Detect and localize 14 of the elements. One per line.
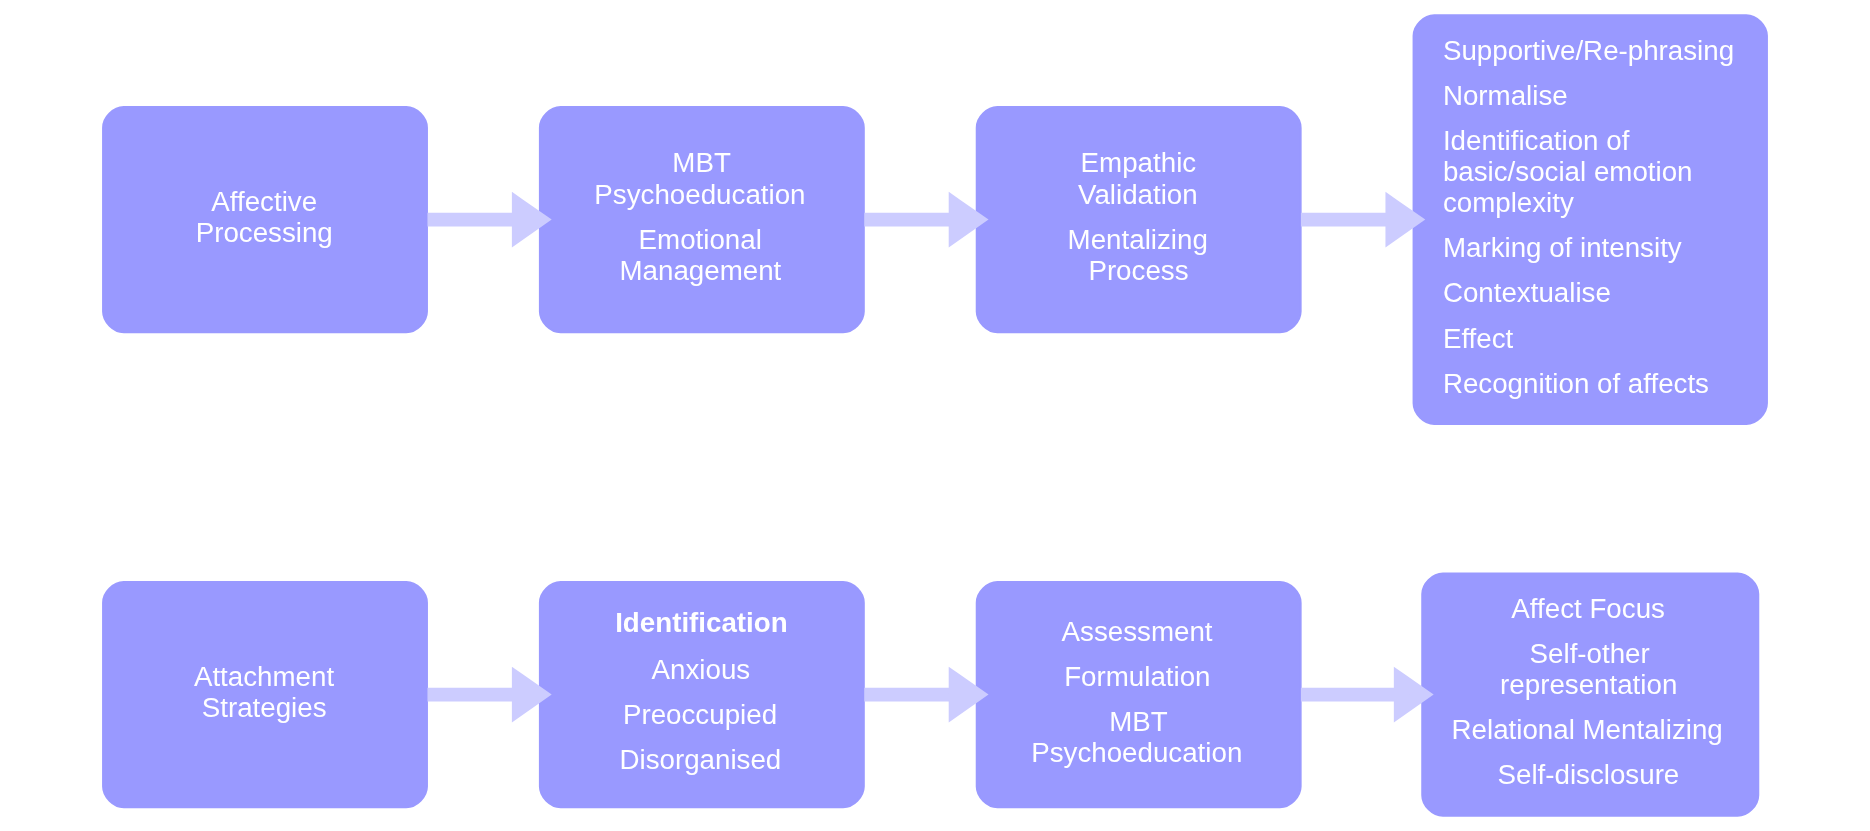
- arrow: [864, 191, 989, 248]
- arrow: [1300, 666, 1434, 723]
- node-box: Affect Focus Self-other representation Relational Mentalizing Self-disclosure: [1421, 572, 1760, 817]
- arrow: [864, 666, 989, 723]
- node-box: Affective Processing: [102, 106, 428, 334]
- node-box: Supportive/Re-phrasing Normalise Identification of basic/social emotion complexity Marking of intensity Contextualise Effect Recognition of affects: [1412, 14, 1768, 426]
- node-box: Empathic Validation Mentalizing Process: [975, 106, 1302, 334]
- node-box: Assessment Formulation MBT Psychoeducation: [975, 581, 1302, 809]
- arrow: [427, 666, 552, 723]
- arrow: [1300, 191, 1426, 248]
- arrow: [427, 191, 552, 248]
- node-box: Attachment Strategies: [102, 581, 428, 809]
- node-box: Identification Anxious Preoccupied Disorganised: [538, 581, 865, 809]
- node-box: MBT Psychoeducation Emotional Management: [538, 106, 865, 334]
